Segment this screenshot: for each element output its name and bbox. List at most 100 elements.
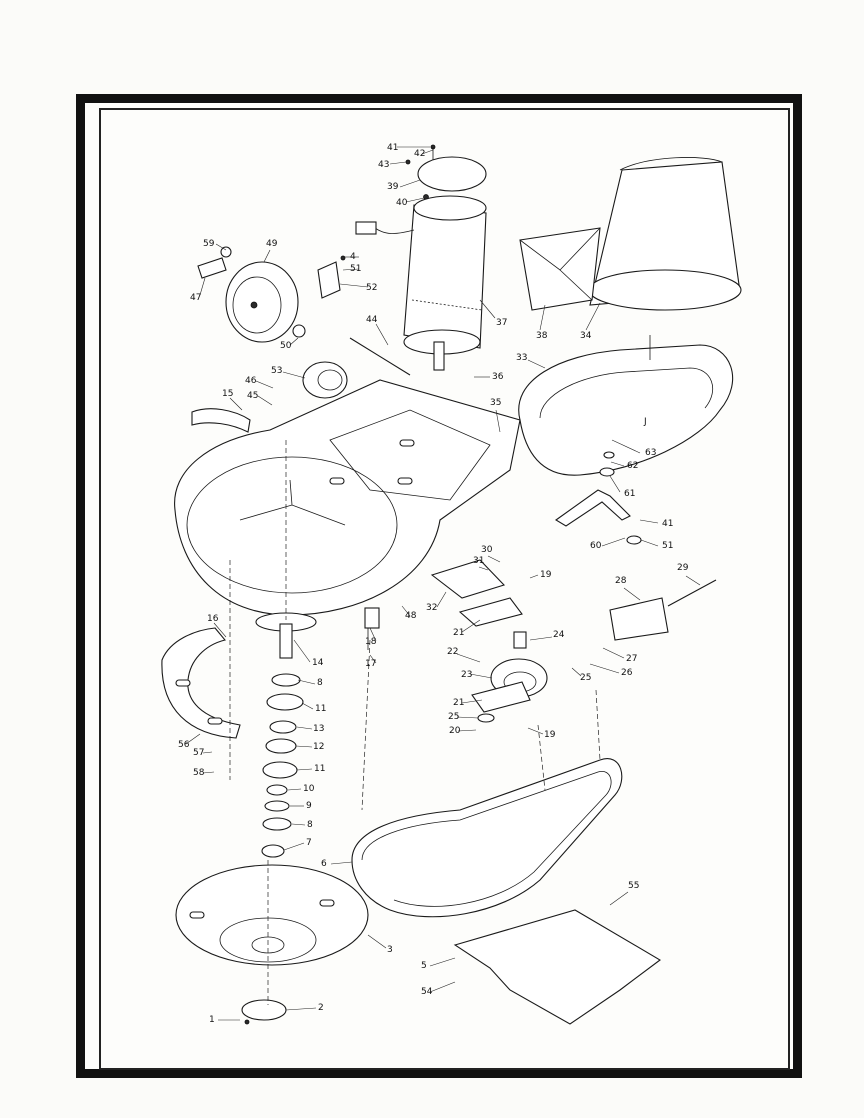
leader-line	[571, 667, 582, 677]
part-label-58: 58	[193, 768, 205, 778]
part-label-18: 18	[365, 637, 377, 647]
shield-56	[161, 627, 241, 739]
leader-line	[685, 575, 701, 586]
leader-line	[461, 619, 481, 633]
leader-line	[421, 149, 434, 155]
part-label-27: 27	[626, 654, 637, 664]
dust-bag-34	[588, 157, 742, 311]
part-label-49: 49	[266, 239, 278, 249]
leader-line	[429, 981, 456, 993]
part-label-6: 6	[321, 859, 327, 869]
leader-line	[213, 622, 227, 638]
leader-line	[539, 304, 546, 331]
leader-line	[457, 729, 477, 732]
bracket-60	[554, 451, 642, 545]
inner-border-frame	[99, 108, 790, 1070]
leader-line	[461, 699, 483, 704]
leader-line	[469, 673, 493, 679]
part-label-11b: 11	[314, 764, 325, 774]
part-label-42: 42	[414, 149, 425, 159]
leader-line	[401, 605, 411, 617]
part-label-28: 28	[615, 576, 627, 586]
leader-line	[611, 439, 641, 454]
leader-line	[529, 574, 539, 579]
part-label-7: 7	[306, 838, 312, 848]
part-label-33: 33	[516, 353, 527, 363]
belt-6	[351, 758, 623, 918]
part-label-9: 9	[306, 801, 312, 811]
leader-line	[589, 663, 620, 674]
part-label-12: 12	[313, 742, 324, 752]
part-label-53: 53	[271, 366, 282, 376]
part-label-63: 63	[645, 448, 656, 458]
base-3	[175, 864, 369, 966]
pulley-53	[302, 361, 348, 399]
leader-line	[609, 891, 629, 906]
leader-line	[297, 679, 316, 685]
motor-37	[355, 195, 487, 371]
part-label-8a: 8	[317, 678, 323, 688]
leader-line	[185, 733, 201, 745]
leader-line	[479, 299, 496, 319]
part-label-25a: 25	[580, 673, 591, 683]
leader-line	[375, 323, 389, 346]
leader-line	[456, 716, 479, 719]
part-label-19a: 19	[540, 570, 552, 580]
leader-line	[289, 337, 299, 346]
part-label-51b: 51	[662, 541, 673, 551]
leader-line	[257, 395, 273, 406]
part-label-60: 60	[590, 541, 602, 551]
part-label-24: 24	[553, 630, 565, 640]
leader-line	[293, 639, 311, 663]
part-label-21b: 21	[453, 698, 464, 708]
leader-line	[330, 861, 353, 865]
leader-line	[389, 161, 407, 165]
leader-line	[215, 243, 227, 251]
part-label-13: 13	[313, 724, 324, 734]
leader-line	[296, 768, 313, 771]
part-label-43: 43	[378, 160, 389, 170]
leader-line	[199, 277, 206, 296]
part-label-21a: 21	[453, 628, 464, 638]
part-label-2: 2	[318, 1003, 324, 1013]
grinding-wheel-49	[197, 246, 306, 343]
leader-line	[601, 537, 626, 547]
leader-line	[623, 587, 641, 601]
part-label-30: 30	[481, 545, 493, 555]
part-label-19b: 19	[544, 730, 556, 740]
leader-line	[339, 283, 369, 288]
arm-32	[430, 559, 506, 599]
part-label-61: 61	[624, 489, 635, 499]
part-label-39: 39	[387, 182, 399, 192]
leader-line	[202, 751, 213, 754]
leader-line	[527, 359, 546, 369]
leader-line	[640, 539, 659, 547]
part-label-41b: 41	[662, 519, 673, 529]
leader-line	[282, 371, 306, 379]
leader-line	[585, 302, 601, 331]
leader-line	[456, 653, 481, 663]
part-label-17: 17	[365, 659, 376, 669]
part-label-57: 57	[193, 748, 204, 758]
leader-line	[285, 1007, 317, 1011]
bottom-cap-2	[241, 999, 287, 1025]
part-label-56: 56	[178, 740, 190, 750]
guard-15	[191, 408, 251, 433]
part-label-45: 45	[247, 391, 258, 401]
leader-line	[367, 934, 387, 949]
leader-line	[296, 726, 313, 730]
part-label-44: 44	[366, 315, 378, 325]
leader-line	[602, 647, 625, 659]
hopper-38	[519, 227, 601, 311]
idler-pulley-23	[458, 597, 548, 723]
leader-line	[263, 249, 271, 263]
leader-line	[399, 179, 421, 188]
shaft-44	[317, 255, 411, 376]
part-label-26: 26	[621, 668, 633, 678]
leader-line	[255, 380, 274, 389]
belt-guard-33	[518, 335, 734, 476]
leader-line	[291, 823, 306, 826]
main-housing	[174, 379, 521, 616]
